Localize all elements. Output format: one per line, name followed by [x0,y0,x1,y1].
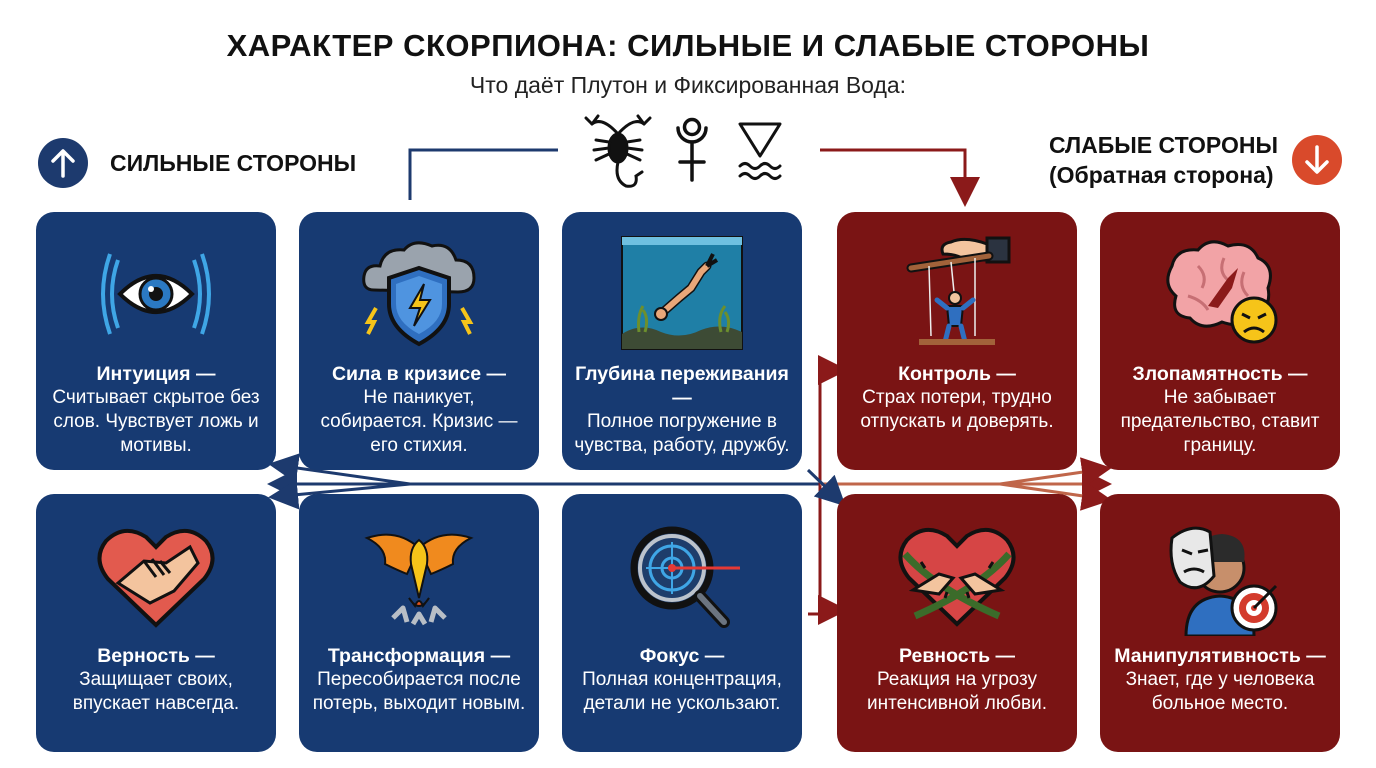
card-title: Фокус — [639,645,725,667]
card-title: Глубина переживания — [575,363,789,409]
pluto-icon [676,117,708,182]
scorpion-icon [584,114,652,188]
storm-shield-icon [299,226,539,362]
weak-card-grudge: Злопамятность — Не забывает предательств… [1100,212,1340,470]
weak-label-line2: (Обратная сторона) [1048,162,1274,188]
card-desc: Полное погружение в чувства, работу, дру… [574,411,790,456]
strong-card-intuition: Интуиция — Считывает скрытое без слов. Ч… [36,212,276,470]
card-title: Контроль — [898,363,1016,385]
strong-section-label: СИЛЬНЫЕ СТОРОНЫ [110,150,357,176]
strong-card-loyalty: Верность — Защищает своих, впускает навс… [36,494,276,752]
weak-section-header: СЛАБЫЕ СТОРОНЫ (Обратная сторона) [1049,130,1342,190]
diver-icon [562,226,802,362]
strong-section-header: СИЛЬНЫЕ СТОРОНЫ [38,138,356,188]
card-desc: Не забывает предательство, ставит границ… [1120,387,1320,456]
card-desc: Реакция на угрозу интенсивной любви. [866,669,1048,714]
weak-card-jealousy: Ревность — Реакция на угрозу интенсивной… [837,494,1077,752]
card-desc: Полная концентрация, детали не ускользаю… [582,669,782,714]
strong-card-crisis: Сила в кризисе — Не паникует, собирается… [299,212,539,470]
heart-handshake-icon [36,508,276,644]
weak-card-manipulation: Манипулятивность — Знает, где у человека… [1100,494,1340,752]
arrow-up-icon [38,138,88,188]
astro-symbols [580,110,800,196]
card-title: Трансформация — [327,645,511,667]
card-title: Интуиция — [96,363,216,385]
card-desc: Считывает скрытое без слов. Чувствует ло… [52,387,260,456]
page-subtitle: Что даёт Плутон и Фиксированная Вода: [469,72,907,98]
card-desc: Не паникует, собирается. Кризис — его ст… [320,387,518,456]
strong-card-focus: Фокус — Полная концентрация, детали не у… [562,494,802,752]
weak-label-line1: СЛАБЫЕ СТОРОНЫ [1048,132,1278,158]
weak-section-label: СЛАБЫЕ СТОРОНЫ (Обратная сторона) [1049,130,1278,190]
puppet-hand-icon [837,226,1077,362]
magnifier-target-icon [562,508,802,644]
card-desc: Знает, где у человека больное место. [1125,669,1315,714]
card-title: Манипулятивность — [1114,645,1326,667]
water-icon [738,122,782,180]
card-desc: Защищает своих, впускает навсегда. [72,669,240,714]
card-title: Ревность — [898,645,1016,667]
arrow-down-icon [1292,135,1342,185]
card-title: Сила в кризисе — [331,363,507,385]
strong-card-depth: Глубина переживания — Полное погружение … [562,212,802,470]
mask-target-icon [1100,508,1340,644]
card-desc: Пересобирается после потерь, выходит нов… [312,669,526,714]
card-title: Злопамятность — [1132,363,1308,385]
thorn-heart-icon [837,508,1077,644]
weak-card-control: Контроль — Страх потери, трудно отпускат… [837,212,1077,470]
eye-icon [36,226,276,362]
phoenix-icon [299,508,539,644]
card-title: Верность — [97,645,215,667]
strong-card-transformation: Трансформация — Пересобирается после пот… [299,494,539,752]
page-title: ХАРАКТЕР СКОРПИОНА: СИЛЬНЫЕ И СЛАБЫЕ СТО… [226,28,1150,63]
brain-angry-icon [1100,226,1340,362]
card-desc: Страх потери, трудно отпускать и доверят… [860,387,1054,432]
